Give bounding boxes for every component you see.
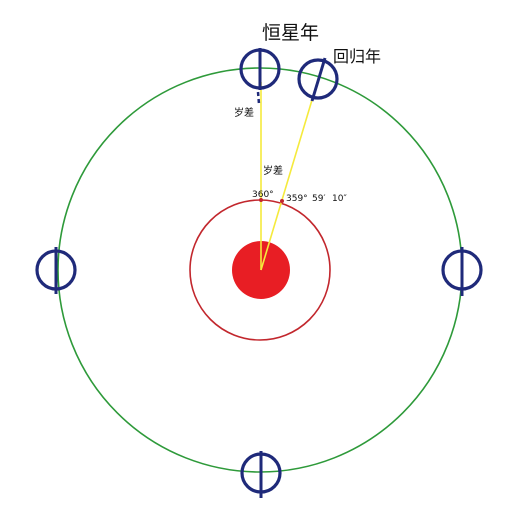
earth-right-icon <box>441 247 483 296</box>
marker-359 <box>280 199 284 203</box>
angle-359-label: 359° <box>286 194 308 204</box>
marker-360 <box>259 198 263 202</box>
angle-10-label: 10″ <box>332 194 347 204</box>
angle-360-label: 360° <box>252 190 274 200</box>
tropical-sight-line <box>260 79 319 271</box>
sidereal-year-label: 恒星年 <box>262 22 319 44</box>
earth-left-icon <box>35 247 77 294</box>
tropical-year-label: 回归年 <box>333 47 381 66</box>
earth-tropical-icon <box>297 57 339 102</box>
earth-sidereal-icon <box>239 48 281 105</box>
angle-59-label: 59′ <box>312 194 326 204</box>
precession-label-center: 岁差 <box>263 164 283 177</box>
earth-bottom-icon <box>240 451 282 498</box>
precession-label-left: 岁差 <box>234 106 254 119</box>
